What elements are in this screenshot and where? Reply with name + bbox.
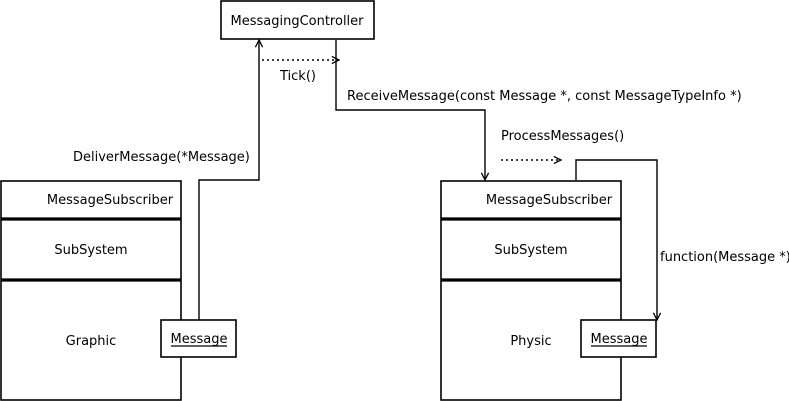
deliver-message-label: DeliverMessage(*Message) (73, 150, 250, 165)
receive-message-label: ReceiveMessage(const Message *, const Me… (347, 89, 742, 104)
right-subscriber-box: MessageSubscriber SubSystem Physic (440, 180, 622, 401)
messaging-controller-label: MessagingController (230, 14, 364, 29)
right-subscriber-header: MessageSubscriber (486, 193, 613, 208)
function-call-label: function(Message *) (660, 250, 789, 265)
left-subscriber-header: MessageSubscriber (47, 193, 174, 208)
left-message-box: Message (160, 319, 237, 358)
process-messages-label: ProcessMessages() (501, 129, 624, 144)
right-message-box: Message (580, 319, 657, 358)
left-subscriber-name: Graphic (66, 334, 117, 349)
receive-message-arrow (335, 40, 485, 180)
right-subscriber-name: Physic (510, 334, 551, 349)
deliver-message-arrow (198, 40, 259, 320)
right-message-label: Message (591, 332, 648, 347)
right-subsystem-label: SubSystem (494, 243, 567, 258)
function-call-arrow (575, 159, 657, 320)
left-message-label: Message (171, 332, 228, 347)
left-subsystem-label: SubSystem (54, 243, 127, 258)
left-subscriber-box: MessageSubscriber SubSystem Graphic (0, 180, 182, 401)
tick-label: Tick() (279, 69, 316, 84)
messaging-controller-box: MessagingController (220, 0, 375, 40)
